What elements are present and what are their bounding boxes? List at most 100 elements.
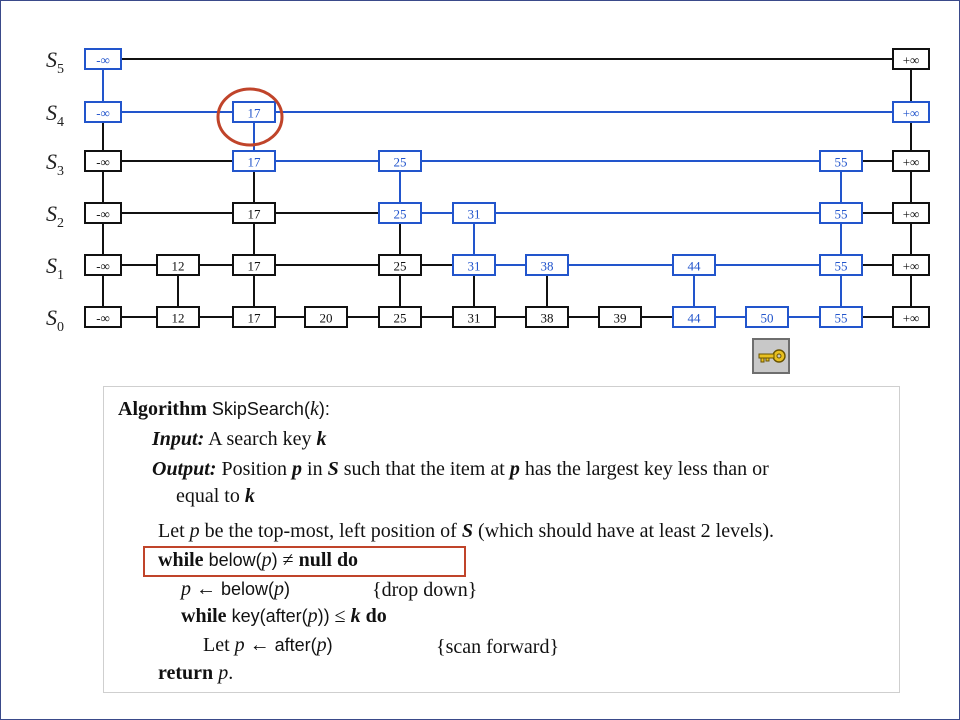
- skip-list-node: 12: [156, 254, 200, 276]
- skip-list-node: +∞: [892, 202, 930, 224]
- node-key: +∞: [903, 207, 920, 222]
- while-fn-close: ): [271, 550, 278, 570]
- key-button[interactable]: [752, 338, 790, 374]
- level-subscript: 0: [57, 320, 64, 335]
- inner-leq: ≤: [334, 605, 346, 627]
- while-keyword: while: [158, 549, 204, 571]
- let-var-s: S: [461, 520, 473, 542]
- while-highlight-box: [143, 546, 466, 577]
- algorithm-keyword: Algorithm: [118, 398, 207, 420]
- skip-list-node: +∞: [892, 306, 930, 328]
- output-text-4: has the largest key less than or: [524, 458, 769, 480]
- skip-list-node: 25: [378, 306, 422, 328]
- skip-list-node: +∞: [892, 101, 930, 123]
- level-label: S1: [46, 253, 64, 283]
- output-var-k: k: [244, 485, 255, 507]
- highlight-circle: [216, 87, 284, 147]
- inner-key-fn: key(after(: [231, 606, 308, 626]
- let-text-1: Let: [158, 520, 185, 542]
- let-var-p: p: [189, 520, 200, 542]
- skip-list-node: -∞: [84, 101, 122, 123]
- skip-list-node: 25: [378, 254, 422, 276]
- node-key: 25: [394, 259, 407, 274]
- skip-list-node: -∞: [84, 150, 122, 172]
- node-key: 17: [248, 259, 262, 274]
- skip-list-node: 44: [672, 254, 716, 276]
- scan-let: Let: [203, 634, 230, 656]
- node-key: 31: [468, 259, 481, 274]
- drop-down-comment: {drop down}: [372, 579, 478, 601]
- skip-list-node: 38: [525, 254, 569, 276]
- inner-key-close: )): [317, 606, 330, 626]
- drop-line: p ← below(p): [181, 578, 290, 601]
- scan-fn-close: ): [326, 635, 333, 655]
- node-key: 12: [172, 259, 185, 274]
- skip-list-node: 55: [819, 202, 863, 224]
- algorithm-name: SkipSearch(: [211, 399, 310, 419]
- skip-list-node: -∞: [84, 202, 122, 224]
- node-key: 12: [172, 311, 185, 326]
- skip-list-node: +∞: [892, 254, 930, 276]
- inner-var-p: p: [307, 605, 318, 627]
- output-line: Output: Position p in S such that the it…: [152, 458, 769, 481]
- node-key: +∞: [903, 106, 920, 121]
- input-text: A search key: [208, 428, 312, 450]
- level-subscript: 3: [57, 164, 64, 179]
- node-key: -∞: [96, 155, 110, 170]
- skip-list-node: 50: [745, 306, 789, 328]
- input-label: Input:: [152, 428, 205, 450]
- node-key: 44: [688, 259, 702, 274]
- skip-list-node: 20: [304, 306, 348, 328]
- node-key: +∞: [903, 53, 920, 68]
- node-key: +∞: [903, 259, 920, 274]
- node-key: 55: [835, 311, 848, 326]
- node-key: 50: [761, 311, 774, 326]
- key-icon: [758, 349, 786, 363]
- output-var-s: S: [327, 458, 339, 480]
- output-label: Output:: [152, 458, 217, 480]
- node-key: -∞: [96, 311, 110, 326]
- assign-fn-close: ): [284, 579, 291, 599]
- scan-forward-comment: {scan forward}: [436, 636, 560, 658]
- output-text-3: such that the item at: [343, 458, 505, 480]
- level-label: S5: [46, 47, 64, 77]
- skip-list-node: 55: [819, 254, 863, 276]
- node-key: +∞: [903, 155, 920, 170]
- node-key: -∞: [96, 106, 110, 121]
- input-line: Input: A search key k: [152, 428, 326, 451]
- node-key: 20: [320, 311, 333, 326]
- skip-list-node: 31: [452, 254, 496, 276]
- node-key: -∞: [96, 207, 110, 222]
- algorithm-box: [103, 386, 900, 693]
- node-key: 25: [394, 207, 407, 222]
- node-key: 44: [688, 311, 702, 326]
- node-key: -∞: [96, 259, 110, 274]
- output-var-p2: p: [509, 458, 520, 480]
- skip-list-node: 25: [378, 150, 422, 172]
- assign-fn-p: p: [274, 578, 285, 600]
- inner-do: do: [365, 605, 387, 627]
- skip-list-node: -∞: [84, 254, 122, 276]
- node-key: +∞: [903, 311, 920, 326]
- node-key: 38: [541, 259, 554, 274]
- while-fn: below(: [208, 550, 262, 570]
- inner-var-k: k: [350, 605, 361, 627]
- level-subscript: 2: [57, 216, 64, 231]
- skip-list-node: 55: [819, 306, 863, 328]
- node-key: 17: [248, 207, 262, 222]
- inner-while-line: while key(after(p)) ≤ k do: [181, 605, 387, 628]
- algorithm-name-close: ):: [318, 399, 330, 419]
- algo-title-line: Algorithm SkipSearch(k):: [118, 398, 330, 421]
- scan-fn-p: p: [316, 634, 327, 656]
- level-label: S2: [46, 201, 64, 231]
- skip-list-node: 17: [232, 254, 276, 276]
- return-line: return p.: [158, 662, 233, 685]
- let-text-3: (which should have at least 2 levels).: [477, 520, 774, 542]
- return-keyword: return: [158, 662, 214, 684]
- node-key: 25: [394, 155, 407, 170]
- scan-fn: after(: [274, 635, 317, 655]
- skip-list-node: +∞: [892, 150, 930, 172]
- output-text-2: in: [307, 458, 323, 480]
- skip-list-node: 38: [525, 306, 569, 328]
- node-key: 31: [468, 207, 481, 222]
